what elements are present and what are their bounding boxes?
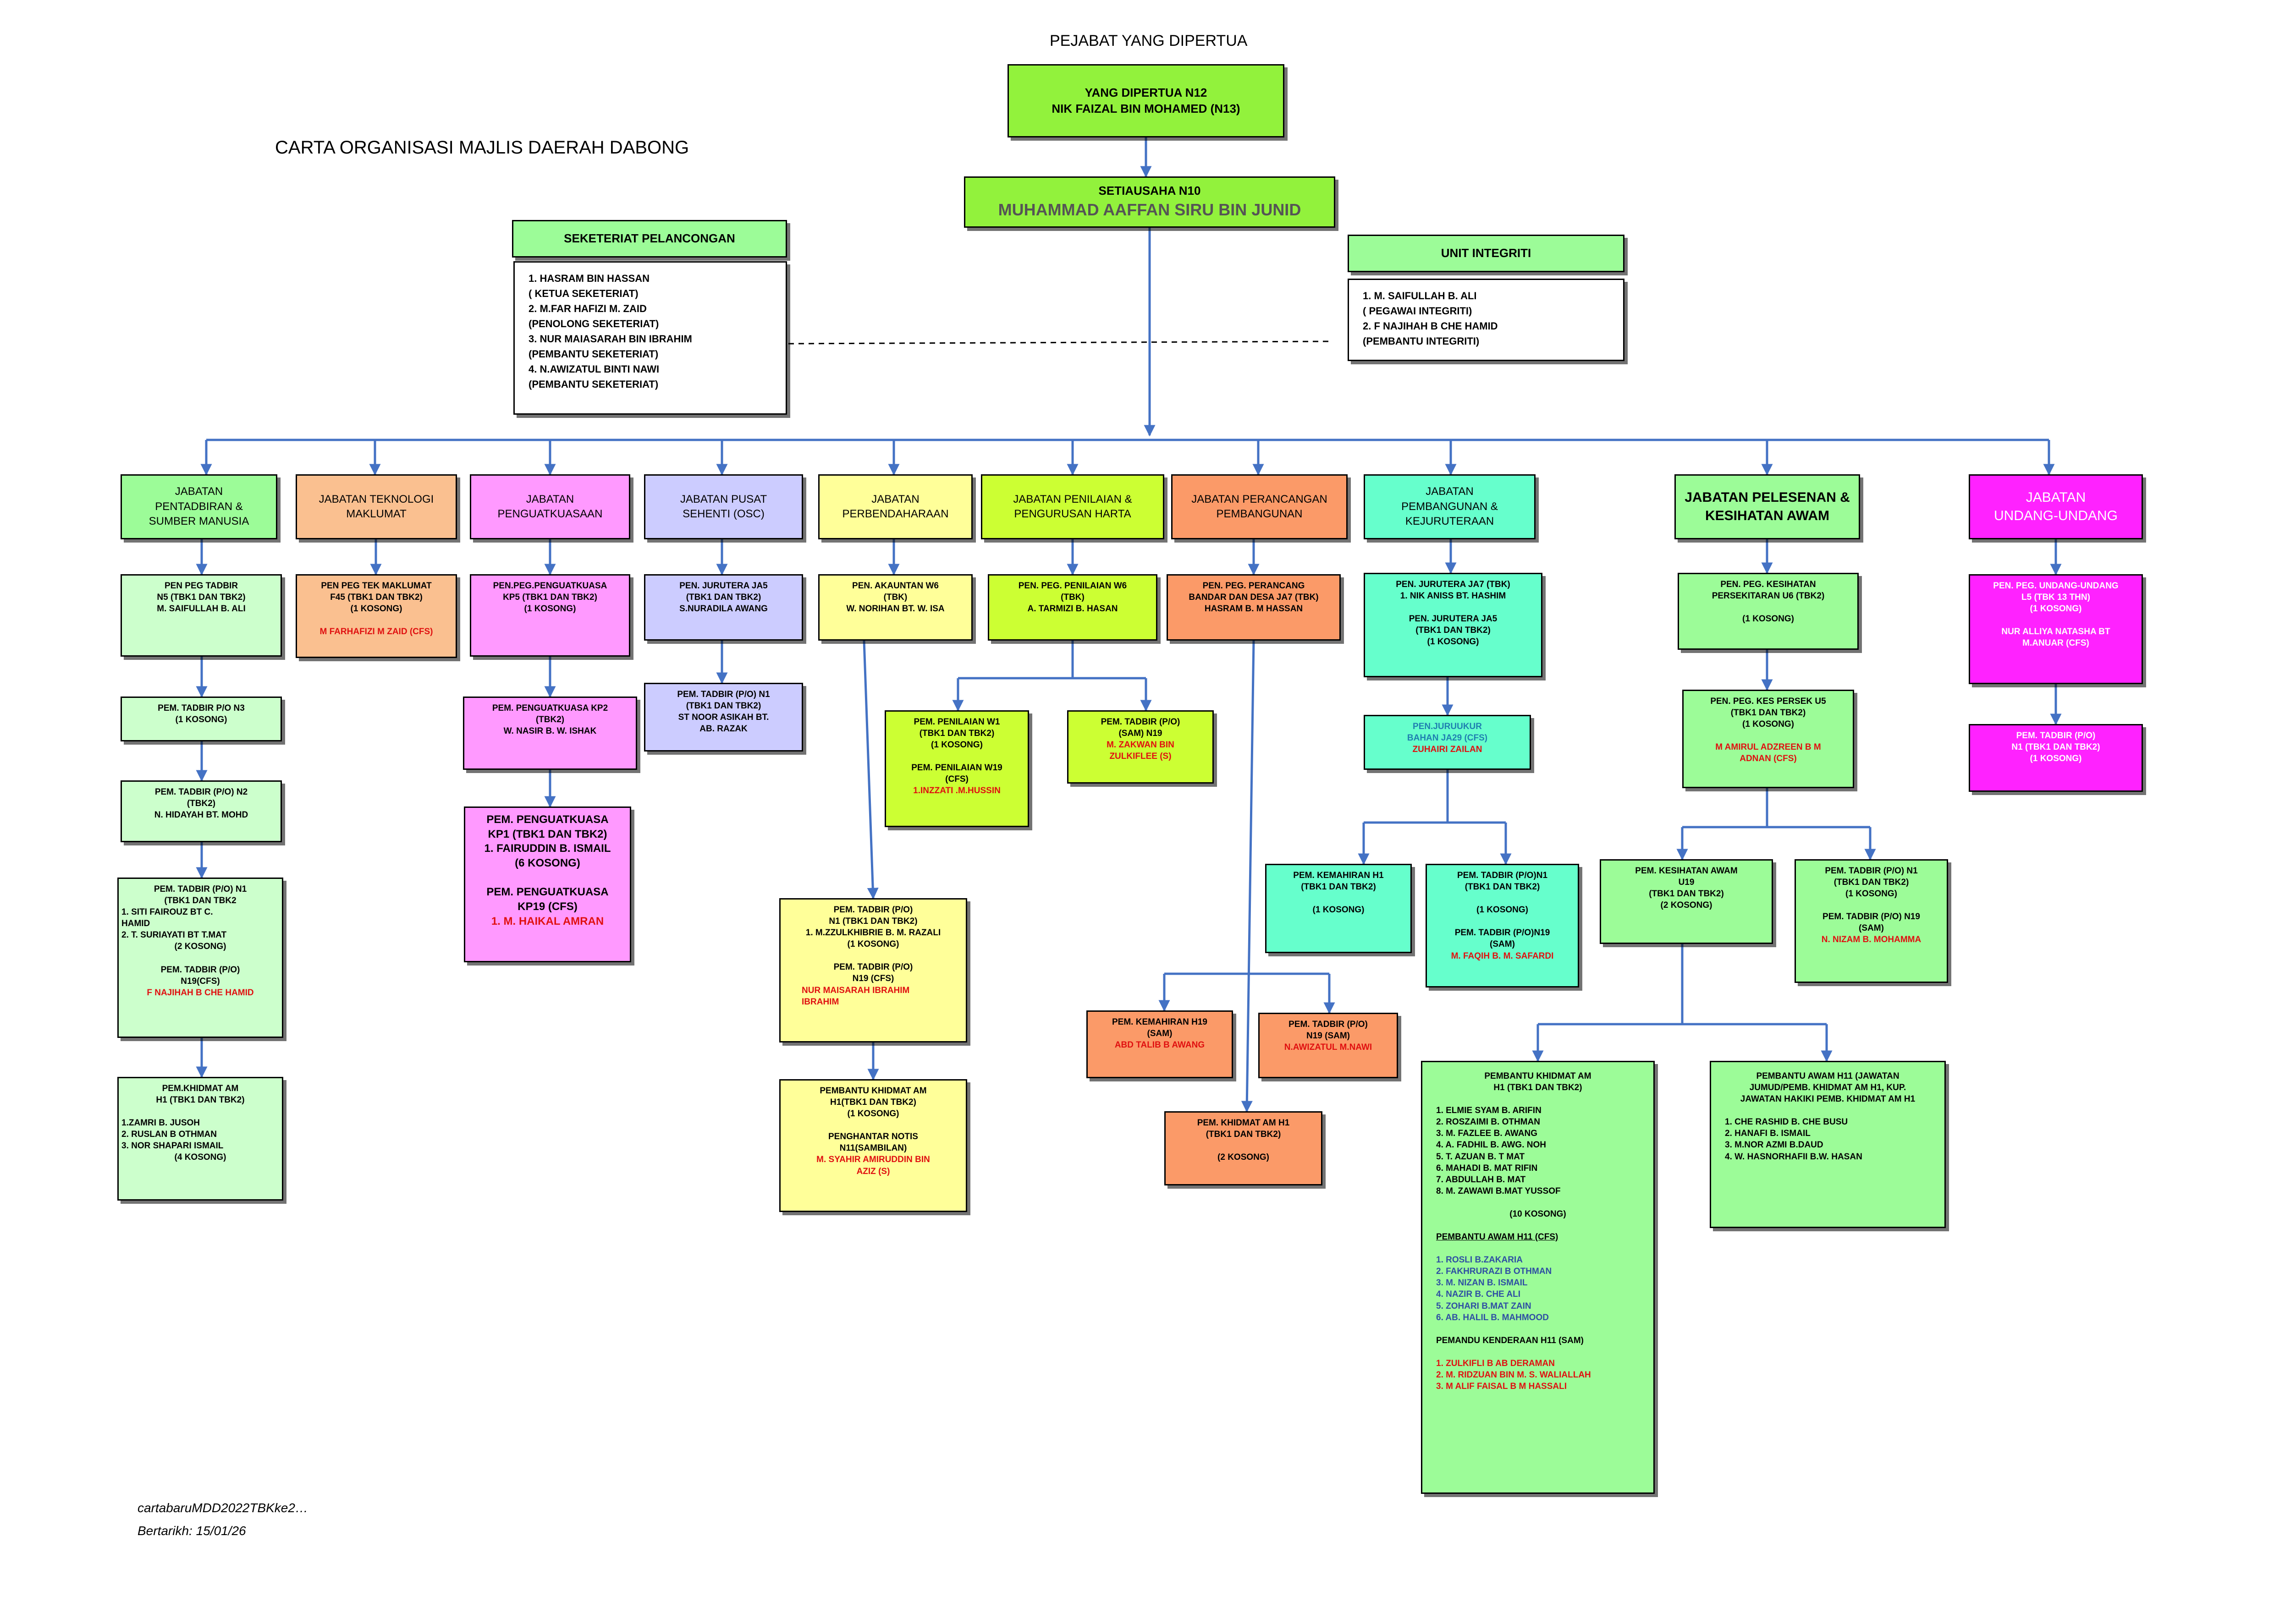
pos-pem-khidmat-am-admin: PEM.KHIDMAT AM H1 (TBK1 DAN TBK2) 1.ZAMR… xyxy=(117,1077,283,1201)
pos-pem-kesihatan-awam: PEM. KESIHATAN AWAM U19 (TBK1 DAN TBK2) … xyxy=(1600,859,1773,944)
pos-pem-tadbir-n1-pelesenan: PEM. TADBIR (P/O) N1 (TBK1 DAN TBK2) (1 … xyxy=(1795,859,1948,983)
pos-pen-peg-perancang: PEN. PEG. PERANCANG BANDAR DAN DESA JA7 … xyxy=(1167,574,1341,641)
pos-pem-tadbir-n19-perancangan: PEM. TADBIR (P/O) N19 (SAM)N.AWIZATUL M.… xyxy=(1258,1013,1398,1078)
pos-pem-kemahiran-h19: PEM. KEMAHIRAN H19 (SAM)ABD TALIB B AWAN… xyxy=(1086,1010,1233,1078)
pos-pen-jurutera-ja5-osc: PEN. JURUTERA JA5 (TBK1 DAN TBK2) S.NURA… xyxy=(644,574,803,641)
pos-pen-peg-kes-persek-u5: PEN. PEG. KES PERSEK U5 (TBK1 DAN TBK2) … xyxy=(1682,690,1854,788)
su-name: MUHAMMAD AAFFAN SIRU BIN JUNID xyxy=(998,200,1301,219)
dept-pentadbiran: JABATAN PENTADBIRAN & SUMBER MANUSIA xyxy=(121,474,277,539)
pos-pen-peg-tek-maklumat: PEN PEG TEK MAKLUMAT F45 (TBK1 DAN TBK2)… xyxy=(296,574,457,658)
pos-pem-khidmat-am-perancangan: PEM. KHIDMAT AM H1 (TBK1 DAN TBK2) (2 KO… xyxy=(1164,1111,1322,1185)
pos-pem-tadbir-n3: PEM. TADBIR P/O N3 (1 KOSONG) xyxy=(121,697,282,741)
pos-pembantu-awam-h11: PEMBANTU AWAM H11 (JAWATAN JUMUD/PEMB. K… xyxy=(1710,1061,1946,1228)
unit-integriti-title-text: UNIT INTEGRITI xyxy=(1441,246,1531,260)
connector xyxy=(1241,640,1255,1113)
seketeriat-title-text: SEKETERIAT PELANCONGAN xyxy=(564,231,735,246)
pos-pem-kemahiran-h1: PEM. KEMAHIRAN H1 (TBK1 DAN TBK2) (1 KOS… xyxy=(1265,864,1412,953)
su-title: SETIAUSAHA N10 xyxy=(1098,184,1201,198)
connector xyxy=(788,340,1330,345)
pos-pen-juruukur-bahan: PEN.JURUUKUR BAHAN JA29 (CFS)ZUHAIRI ZAI… xyxy=(1364,715,1531,770)
pos-pem-penguatkuasa-kp1: PEM. PENGUATKUASA KP1 (TBK1 DAN TBK2) 1.… xyxy=(464,807,631,962)
pos-pem-khidmat-am-perbendaharaan: PEMBANTU KHIDMAT AM H1(TBK1 DAN TBK2) (1… xyxy=(779,1079,967,1212)
ydp-name: NIK FAIZAL BIN MOHAMED (N13) xyxy=(1052,102,1240,115)
connector xyxy=(863,640,879,900)
pos-pem-penilaian-w1: PEM. PENILAIAN W1 (TBK1 DAN TBK2) (1 KOS… xyxy=(885,710,1029,827)
dept-pembangunan: JABATAN PEMBANGUNAN & KEJURUTERAAN xyxy=(1364,474,1536,539)
page-title: CARTA ORGANISASI MAJLIS DAERAH DABONG xyxy=(275,137,689,158)
pos-pen-akauntan: PEN. AKAUNTAN W6 (TBK) W. NORIHAN BT. W.… xyxy=(818,574,973,641)
footer-file: cartabaruMDD2022TBKke2… xyxy=(138,1501,308,1515)
dept-undang-undang: JABATAN UNDANG-UNDANG xyxy=(1969,474,2143,539)
pos-pem-tadbir-n1-osc: PEM. TADBIR (P/O) N1 (TBK1 DAN TBK2) ST … xyxy=(644,683,803,752)
office-label: PEJABAT YANG DIPERTUA xyxy=(1050,32,1248,49)
footer-date: Bertarikh: 15/01/26 xyxy=(138,1524,246,1538)
pos-pen-peg-undang-undang: PEN. PEG. UNDANG-UNDANG L5 (TBK 13 THN) … xyxy=(1969,574,2143,684)
pos-pen-peg-penguatkuasa: PEN.PEG.PENGUATKUASA KP5 (TBK1 DAN TBK2)… xyxy=(470,574,630,657)
unit-integriti-title: UNIT INTEGRITI xyxy=(1348,235,1624,272)
pos-pen-peg-tadbir: PEN PEG TADBIR N5 (TBK1 DAN TBK2) M. SAI… xyxy=(121,574,282,657)
pos-pembantu-khidmat-am-pelesenan: PEMBANTU KHIDMAT AM H1 (TBK1 DAN TBK2) 1… xyxy=(1421,1061,1655,1494)
unit-integriti-members: 1. M. SAIFULLAH B. ALI ( PEGAWAI INTEGRI… xyxy=(1348,279,1624,361)
pos-pen-peg-penilaian: PEN. PEG. PENILAIAN W6 (TBK) A. TARMIZI … xyxy=(988,574,1157,641)
dept-perancangan: JABATAN PERANCANGAN PEMBANGUNAN xyxy=(1171,474,1348,539)
pos-pem-penguatkuasa-kp2: PEM. PENGUATKUASA KP2 (TBK2) W. NASIR B.… xyxy=(463,697,637,770)
dept-perbendaharaan: JABATAN PERBENDAHARAAN xyxy=(818,474,973,539)
pos-pem-tadbir-n2: PEM. TADBIR (P/O) N2 (TBK2) N. HIDAYAH B… xyxy=(121,780,282,842)
unit-integriti-list: 1. M. SAIFULLAH B. ALI ( PEGAWAI INTEGRI… xyxy=(1363,290,1498,347)
dept-penguatkuasaan: JABATAN PENGUATKUASAAN xyxy=(470,474,630,539)
pos-pem-tadbir-n1-undang: PEM. TADBIR (P/O) N1 (TBK1 DAN TBK2) (1 … xyxy=(1969,724,2143,792)
seketeriat-list: 1. HASRAM BIN HASSAN ( KETUA SEKETERIAT)… xyxy=(529,273,692,390)
seketeriat-title: SEKETERIAT PELANCONGAN xyxy=(512,220,787,258)
seketeriat-members: 1. HASRAM BIN HASSAN ( KETUA SEKETERIAT)… xyxy=(513,261,787,415)
pos-pem-tadbir-n1-pembangunan: PEM. TADBIR (P/O)N1 (TBK1 DAN TBK2) (1 K… xyxy=(1426,864,1579,988)
pos-pen-peg-kesihatan-u6: PEN. PEG. KESIHATAN PERSEKITARAN U6 (TBK… xyxy=(1678,573,1859,650)
ydp-title: YANG DIPERTUA N12 xyxy=(1085,85,1207,99)
pos-pem-tadbir-n1-perbendaharaan: PEM. TADBIR (P/O) N1 (TBK1 DAN TBK2) 1. … xyxy=(779,898,967,1042)
dept-osc: JABATAN PUSAT SEHENTI (OSC) xyxy=(644,474,803,539)
dept-penilaian: JABATAN PENILAIAN & PENGURUSAN HARTA xyxy=(981,474,1164,539)
pos-pen-jurutera-ja7: PEN. JURUTERA JA7 (TBK) 1. NIK ANISS BT.… xyxy=(1364,573,1542,677)
dept-pelesenan: JABATAN PELESENAN & KESIHATAN AWAM xyxy=(1674,474,1860,539)
dept-teknologi-maklumat: JABATAN TEKNOLOGI MAKLUMAT xyxy=(296,474,457,539)
